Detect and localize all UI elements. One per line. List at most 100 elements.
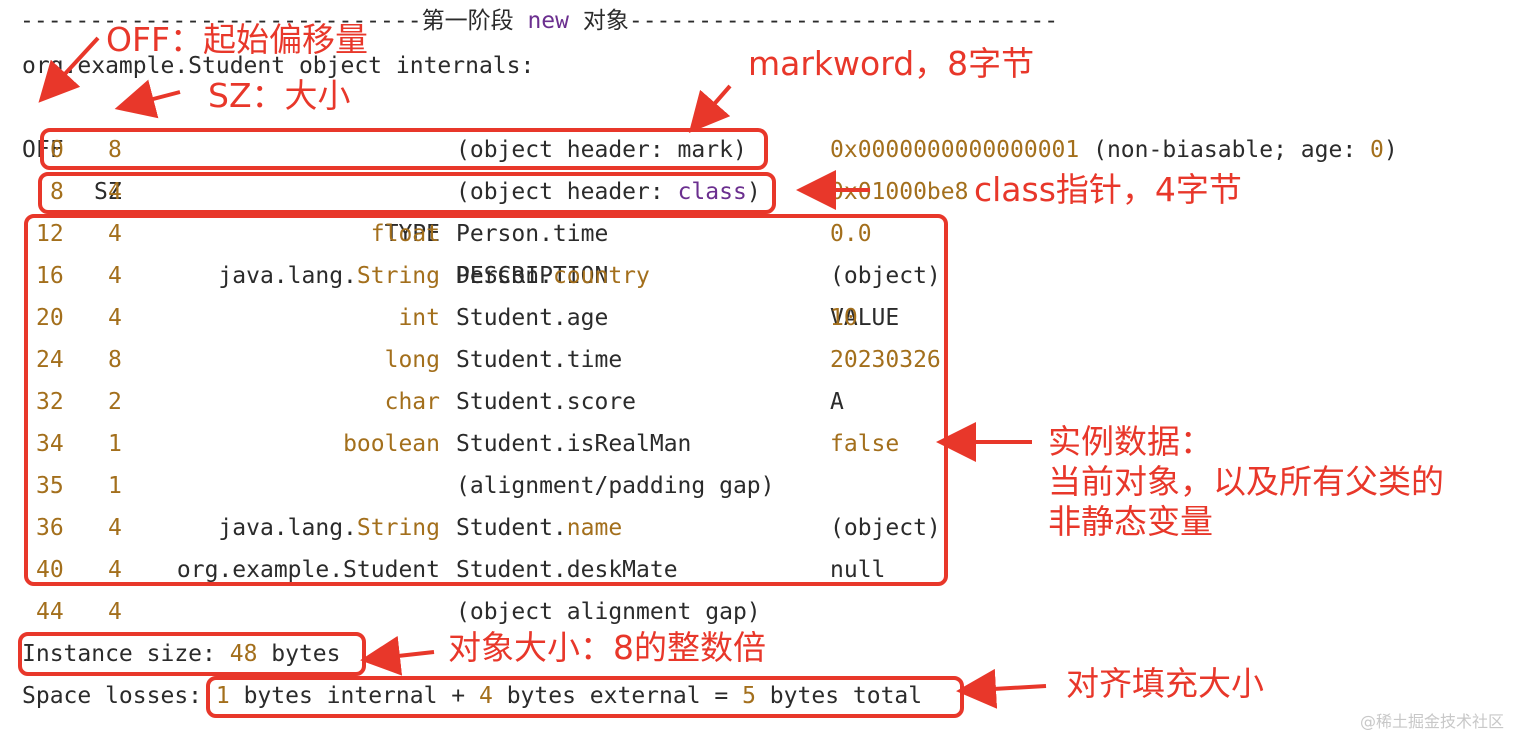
row-description: Student.name: [456, 515, 623, 541]
row-size: 8: [108, 137, 122, 163]
row-size: 4: [108, 263, 122, 289]
row-value: 20230326: [830, 347, 941, 373]
row-offset: 8: [50, 179, 64, 205]
row-type: org.example.Student: [176, 557, 440, 583]
row-description: Person.country: [456, 263, 650, 289]
row-offset: 24: [36, 347, 64, 373]
row-offset: 12: [36, 221, 64, 247]
row-value: (object): [830, 263, 941, 289]
total-loss-text: bytes total: [755, 683, 923, 709]
instance-size-value: 48: [229, 641, 258, 667]
row-type: java.lang.String: [218, 263, 440, 289]
col-sz-header: SZ: [94, 179, 122, 205]
row-description: Student.deskMate: [456, 557, 678, 583]
row-size: 2: [108, 389, 122, 415]
row-value: 10: [830, 305, 858, 331]
annotation-class-pointer: class指针，4字节: [972, 170, 1242, 210]
row-size: 4: [108, 179, 122, 205]
annotation-off: OFF：起始偏移量: [106, 20, 368, 59]
instance-size-line: Instance size: 48 bytes: [22, 633, 341, 675]
arrow-markword: [688, 84, 732, 134]
external-loss-text: bytes external =: [492, 683, 743, 709]
row-offset: 44: [36, 599, 64, 625]
arrow-padding: [956, 668, 1047, 709]
row-offset: 20: [36, 305, 64, 331]
table-row: 24 8 long Student.time 20230326: [0, 339, 1514, 381]
row-description: Student.score: [456, 389, 637, 415]
row-value: (object): [830, 515, 941, 541]
col-type-header: TYPE: [384, 221, 440, 247]
space-losses-label: Space losses:: [22, 683, 216, 709]
row-value: false: [830, 431, 900, 457]
row-size: 1: [108, 473, 122, 499]
table-row: 34 1 boolean Student.isRealMan false: [0, 423, 1514, 465]
internal-loss-value: 1: [215, 683, 230, 709]
col-desc-header: DESCRIPTION: [456, 263, 609, 289]
stage-header: -----------------------------第一阶段 new 对象…: [20, 0, 1058, 42]
row-description: Student.isRealMan: [456, 431, 692, 457]
column-headers: OFF SZ TYPE DESCRIPTION VALUE: [0, 87, 1514, 331]
row-description: Student.time: [456, 347, 623, 373]
row-description: (alignment/padding gap): [456, 473, 775, 499]
total-loss-value: 5: [742, 683, 756, 709]
annotation-padding: 对齐填充大小: [1066, 664, 1264, 703]
row-value: A: [830, 389, 844, 415]
row-value: 0x0000000000000001 (non-biasable; age: 0…: [830, 137, 1398, 163]
table-row: 0 8 (object header: mark) 0x000000000000000…: [0, 129, 1514, 171]
table-row: 40 4 org.example.Student Student.deskMate nu…: [0, 549, 1514, 591]
markword-highlight-box: [40, 128, 768, 170]
row-offset: 40: [36, 557, 64, 583]
row-type: boolean: [343, 431, 440, 457]
row-description: (object alignment gap): [456, 599, 761, 625]
row-type: char: [384, 389, 440, 415]
annotation-markword: markword，8字节: [748, 44, 1035, 83]
arrow-off: [38, 36, 100, 103]
class-pointer-highlight-box: [38, 172, 776, 214]
arrow-sz: [114, 79, 181, 119]
row-offset: 16: [36, 263, 64, 289]
annotation-instance-data: 实例数据： 当前对象，以及所有父类的 非静态变量: [1048, 422, 1444, 541]
instance-size-label: Instance size:: [22, 641, 230, 667]
row-size: 4: [108, 599, 122, 625]
header-dashes-right: -------------------------------: [628, 8, 1059, 34]
row-offset: 36: [36, 515, 64, 541]
table-row: 35 1 (alignment/padding gap): [0, 465, 1514, 507]
table-row: 20 4 int Student.age 10: [0, 297, 1514, 339]
annotation-object-size: 对象大小：8的整数倍: [448, 628, 766, 667]
table-row: 36 4 java.lang.String Student.name (object): [0, 507, 1514, 549]
internals-line: org.example.Student object internals:: [22, 53, 535, 79]
row-value: null: [830, 557, 886, 583]
row-type: int: [398, 305, 440, 331]
row-type: long: [384, 347, 440, 373]
row-size: 4: [108, 305, 122, 331]
instance-data-highlight-box: [24, 214, 948, 586]
header-title-post: 对象: [568, 8, 629, 34]
arrow-object-size: [360, 635, 435, 676]
row-description: (object header: class): [456, 179, 761, 205]
row-value: 0.0: [830, 221, 872, 247]
header-dashes-left: -----------------------------: [20, 8, 422, 34]
row-offset: 0: [50, 137, 64, 163]
row-description: Student.age: [456, 305, 609, 331]
row-size: 1: [108, 431, 122, 457]
instance-size-unit: bytes: [257, 641, 341, 667]
header-title-keyword: new: [527, 8, 569, 34]
row-size: 8: [108, 347, 122, 373]
table-row: 16 4 java.lang.String Person.country (object…: [0, 255, 1514, 297]
external-loss-value: 4: [478, 683, 493, 709]
row-size: 4: [108, 515, 122, 541]
watermark: @稀土掘金技术社区: [1359, 712, 1504, 731]
row-type: float: [370, 221, 440, 247]
row-description: (object header: mark): [456, 137, 747, 163]
row-offset: 35: [36, 473, 64, 499]
internal-loss-text: bytes internal +: [229, 683, 479, 709]
row-size: 4: [108, 557, 122, 583]
row-description: Person.time: [456, 221, 609, 247]
row-offset: 34: [36, 431, 64, 457]
row-type: java.lang.String: [218, 515, 440, 541]
col-value-header: VALUE: [830, 305, 900, 331]
